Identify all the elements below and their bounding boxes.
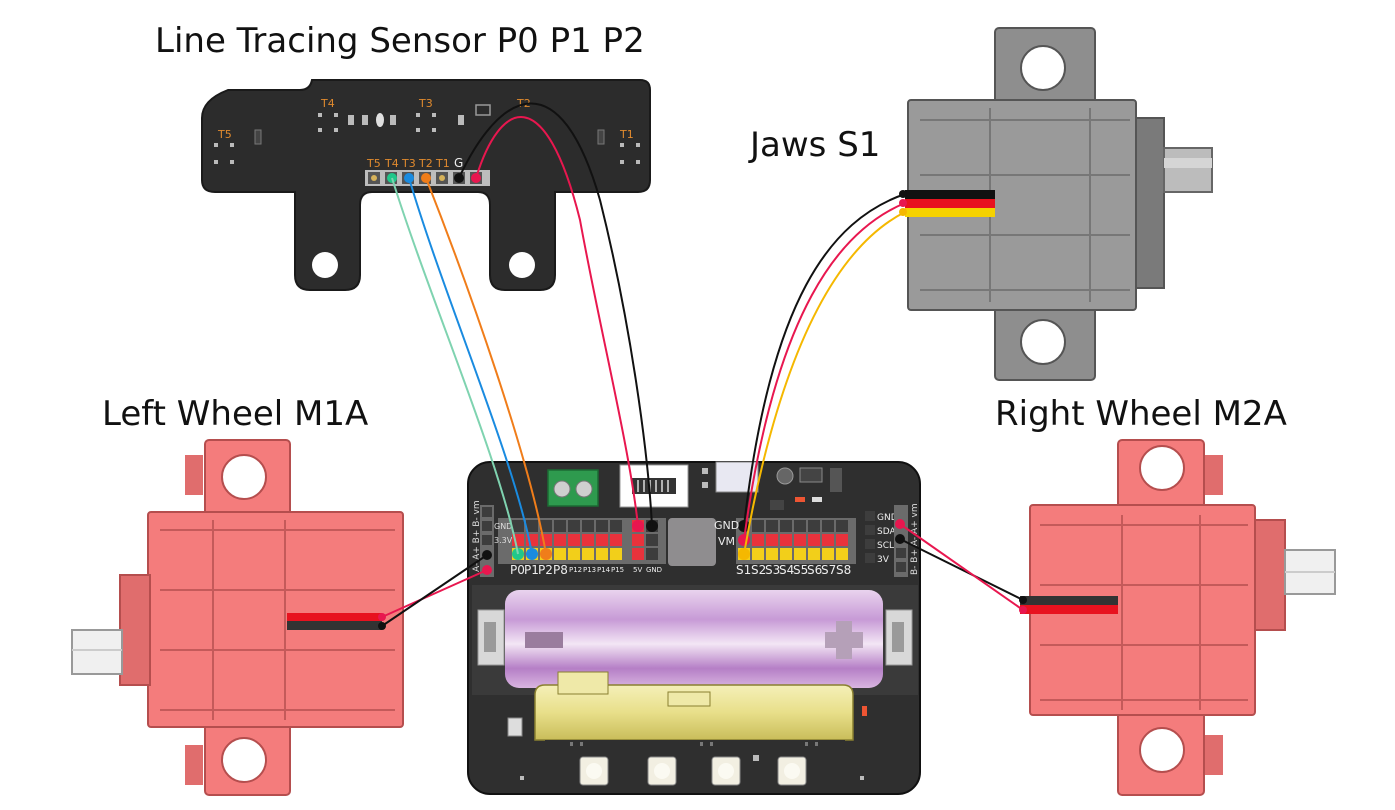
i2c-label-sda: SDA: [877, 527, 896, 537]
left-wheel-motor: [71, 439, 404, 796]
sensor-marker-t5: T5: [217, 128, 232, 141]
pin-label-p14: P14: [597, 566, 611, 574]
wire-orange: [425, 177, 547, 555]
motor-left-pin-labels: A- A+ B+ B- vm: [472, 500, 482, 572]
pin-label-5v: 5V: [633, 566, 642, 574]
power-label-gnd: GND: [714, 519, 739, 532]
wire-red-servo: [743, 202, 906, 541]
pin-label-p8: P8: [553, 563, 568, 577]
pin-label-s7: S7: [821, 563, 836, 577]
wire-red-left-motor: [381, 569, 488, 618]
jaws-title: Jaws S1: [750, 125, 881, 165]
pin-label-p13: P13: [583, 566, 596, 574]
wire-black-servo: [743, 193, 906, 527]
pin-label-p15: P15: [611, 566, 624, 574]
battery: [505, 590, 883, 688]
pin-label-s1: S1: [736, 563, 751, 577]
left-wheel-title: Left Wheel M1A: [102, 394, 369, 434]
i2c-label-scl: SCL: [877, 541, 894, 551]
wires: [381, 102, 1024, 627]
pin-label-p12: P12: [569, 566, 582, 574]
wire-end-dots: [378, 190, 1027, 630]
wire-red-right-motor: [899, 523, 1024, 611]
pin-label-s6: S6: [807, 563, 822, 577]
wire-yellow-servo: [743, 211, 906, 555]
sensor-pin-label-t5: T5: [366, 157, 381, 170]
wire-black-sensor: [458, 102, 653, 527]
sensor-pin-label-g: G: [454, 156, 463, 170]
controller-board: GND 3.3V P0 P1 P2 P8 P12 P13 P14 P15 5V …: [467, 461, 921, 795]
pin-label-s2: S2: [751, 563, 766, 577]
pin-label-s5: S5: [793, 563, 808, 577]
wire-blue: [408, 177, 533, 555]
line-tracing-sensor-board: T5 T4 T3 T2 T1 T5 T4 T3 T2 T1 G: [201, 79, 651, 291]
pin-label-gnd: GND: [646, 566, 662, 574]
pin-label-s4: S4: [779, 563, 794, 577]
wire-black-right-motor: [899, 538, 1024, 601]
pin-label-s3: S3: [765, 563, 780, 577]
sensor-marker-t3: T3: [418, 97, 433, 110]
right-wheel-title: Right Wheel M2A: [995, 394, 1287, 434]
wire-green: [391, 177, 519, 555]
sensor-title: Line Tracing Sensor P0 P1 P2: [155, 21, 645, 61]
sensor-marker-t1: T1: [619, 128, 634, 141]
wire-red-sensor: [475, 116, 639, 527]
pin-label-p0: P0: [510, 563, 525, 577]
sensor-pin-label-t2: T2: [418, 157, 433, 170]
pin-label-p2: P2: [538, 563, 553, 577]
i2c-label-gnd: GND: [877, 513, 898, 523]
left-side-label-3v3: 3.3V: [494, 536, 513, 545]
i2c-label-3v: 3V: [877, 555, 890, 565]
pin-label-p1: P1: [524, 563, 539, 577]
motor-right-pin-labels: B- B+ A- A+ vm: [910, 503, 920, 575]
right-wheel-motor: [1020, 439, 1336, 796]
left-side-label-gnd: GND: [494, 522, 512, 531]
wire-black-left-motor: [381, 554, 488, 627]
sensor-pin-label-t1: T1: [435, 157, 450, 170]
jaws-servo: [905, 27, 1213, 381]
power-label-vm: VM: [718, 535, 735, 548]
sensor-marker-t4: T4: [320, 97, 335, 110]
sensor-pin-label-t4: T4: [384, 157, 399, 170]
pin-label-s8: S8: [836, 563, 851, 577]
sensor-pin-label-t3: T3: [401, 157, 416, 170]
